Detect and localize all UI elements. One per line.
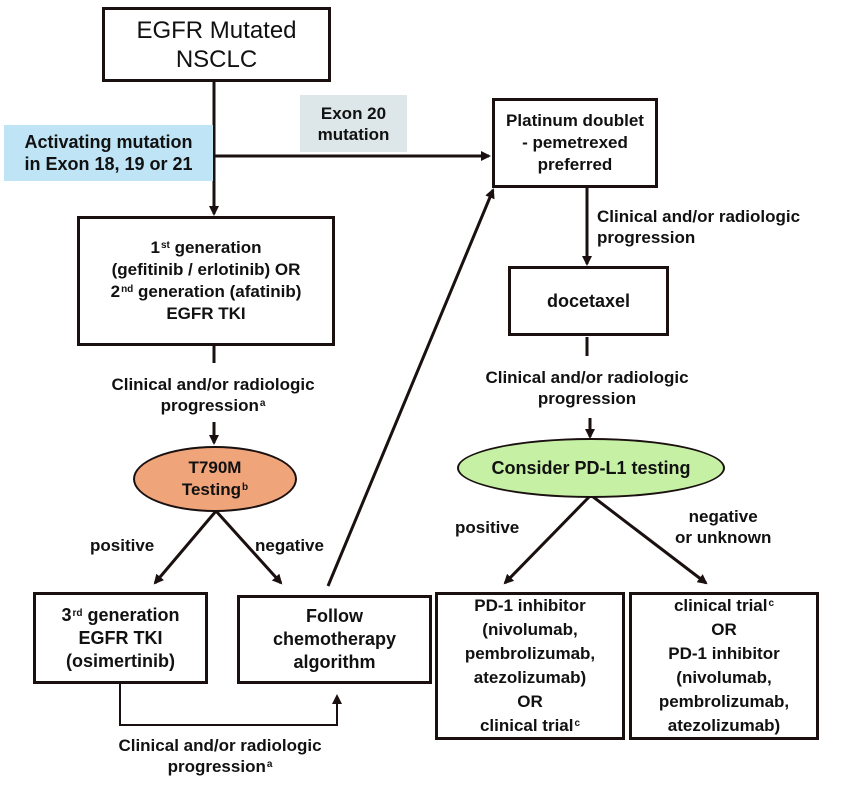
tag-activating-line: Activating mutation — [24, 132, 193, 152]
node-pd1pos-line: OR — [517, 692, 543, 711]
node-t790m-line: Testingb — [182, 479, 248, 501]
node-third-gen-tki: 3rd generation EGFR TKI (osimertinib) — [33, 592, 208, 684]
node-follow-chemotherapy-algorithm: Follow chemotherapy algorithm — [237, 595, 432, 684]
node-pd1pos-line: (nivolumab, — [482, 620, 578, 639]
text: 1 — [150, 238, 160, 257]
node-pd1pos-line: PD-1 inhibitor — [474, 596, 586, 615]
node-t790m-testing: T790M Testingb — [133, 446, 297, 512]
superscript: c — [574, 718, 581, 729]
node-docetaxel-line: docetaxel — [546, 290, 631, 311]
label-line: Clinical and/or radiologic — [118, 736, 322, 755]
label-pdl1-positive: positive — [455, 518, 520, 537]
tag-activating-mutation: Activating mutation in Exon 18, 19 or 21 — [4, 125, 213, 181]
node-tki3-line: 3rd generation — [61, 604, 179, 627]
edge-tki3-to-chemo — [119, 682, 342, 726]
label-pdl1-negative: negative or unknown — [675, 506, 771, 548]
node-tki12-line: 2nd generation (afatinib) — [111, 281, 302, 303]
node-pd1pos-line: pembrolizumab, — [464, 644, 596, 663]
node-pd1neg-line: PD-1 inhibitor — [668, 644, 780, 663]
superscript: a — [259, 398, 266, 409]
node-start-line: NSCLC — [175, 45, 258, 73]
node-platinum-doublet: Platinum doublet - pemetrexed preferred — [492, 98, 658, 188]
edge-pdl1-positive — [503, 494, 592, 585]
node-platinum-line: Platinum doublet — [506, 111, 644, 130]
superscript: b — [242, 482, 249, 493]
node-egfr-mutated-nsclc: EGFR Mutated NSCLC — [102, 7, 331, 82]
node-pd1neg-line: OR — [711, 620, 737, 639]
label-line: progression — [597, 228, 696, 247]
text: generation (afatinib) — [133, 282, 302, 301]
label-progression-after-docetaxel: Clinical and/or radiologic progression — [462, 367, 712, 409]
superscript: a — [266, 759, 273, 770]
label-line: Clinical and/or radiologic — [485, 368, 689, 387]
node-pd1pos-line: atezolizumab) — [473, 668, 587, 687]
label-line: progressiona — [88, 395, 338, 416]
node-docetaxel: docetaxel — [508, 266, 669, 336]
text: 3 — [61, 604, 72, 625]
edge-pdl1-negative — [591, 494, 708, 585]
node-tki3-line: EGFR TKI — [78, 627, 163, 648]
text: generation — [169, 238, 262, 257]
node-chemo-line: Follow — [306, 606, 363, 626]
label-line: progression — [537, 389, 637, 408]
tag-exon20-line: mutation — [317, 124, 390, 144]
text: progression — [167, 757, 266, 776]
node-pd1neg-line: clinical trialc — [674, 594, 774, 618]
edge-t790m-negative — [214, 509, 283, 585]
node-platinum-line: preferred — [537, 155, 613, 174]
tag-exon20-mutation: Exon 20 mutation — [300, 95, 407, 152]
label-line: negative — [688, 507, 758, 526]
node-t790m-line: T790M — [188, 458, 242, 477]
tag-activating-line: in Exon 18, 19 or 21 — [24, 154, 193, 174]
node-tki12-line: (gefitinib / erlotinib) OR — [111, 260, 301, 279]
superscript: rd — [72, 607, 83, 619]
text: progression — [160, 396, 259, 415]
node-pd1neg-line: (nivolumab, — [676, 668, 772, 687]
node-clinical-trial-negative: clinical trialc OR PD-1 inhibitor (nivol… — [629, 592, 819, 740]
text: Testing — [181, 480, 242, 499]
edge-t790m-positive — [153, 510, 218, 585]
node-tki12-line: 1st generation — [151, 237, 262, 259]
node-chemo-line: chemotherapy — [272, 629, 397, 649]
label-t790m-positive: positive — [90, 536, 155, 555]
node-pd1neg-line: atezolizumab) — [667, 716, 781, 735]
text: clinical trial — [479, 716, 574, 735]
node-chemo-line: algorithm — [293, 652, 376, 672]
node-consider-pdl1-testing: Consider PD-L1 testing — [457, 438, 725, 498]
label-progression-after-platinum: Clinical and/or radiologic progression — [597, 206, 800, 248]
label-line: or unknown — [675, 528, 772, 547]
node-pd1-inhibitor-positive: PD-1 inhibitor (nivolumab, pembrolizumab… — [435, 592, 625, 740]
node-pdl1-line: Consider PD-L1 testing — [491, 457, 691, 478]
label-line: Clinical and/or radiologic — [111, 375, 315, 394]
node-pd1neg-line: pembrolizumab, — [658, 692, 790, 711]
edge-chemo-to-platinum — [326, 188, 495, 587]
text: generation — [82, 604, 180, 625]
tag-exon20-line: Exon 20 — [320, 103, 387, 123]
node-tki3-line: (osimertinib) — [65, 650, 175, 671]
text: 2 — [110, 282, 121, 301]
node-platinum-line: - pemetrexed — [522, 133, 628, 152]
superscript: c — [768, 598, 775, 609]
label-t790m-negative: negative — [255, 536, 324, 555]
label-line: Clinical and/or radiologic — [597, 207, 801, 226]
node-start-line: EGFR Mutated — [136, 16, 297, 44]
superscript: st — [160, 240, 170, 251]
node-first-second-gen-tki: 1st generation (gefitinib / erlotinib) O… — [77, 216, 335, 346]
superscript: nd — [121, 284, 134, 295]
label-progression-after-tki12: Clinical and/or radiologic progressiona — [88, 374, 338, 416]
label-progression-after-tki3: Clinical and/or radiologic progressiona — [95, 735, 345, 777]
node-tki12-line: EGFR TKI — [166, 304, 246, 323]
label-line: progressiona — [95, 756, 345, 777]
node-pd1pos-line: clinical trialc — [480, 714, 580, 738]
text: clinical trial — [673, 596, 768, 615]
